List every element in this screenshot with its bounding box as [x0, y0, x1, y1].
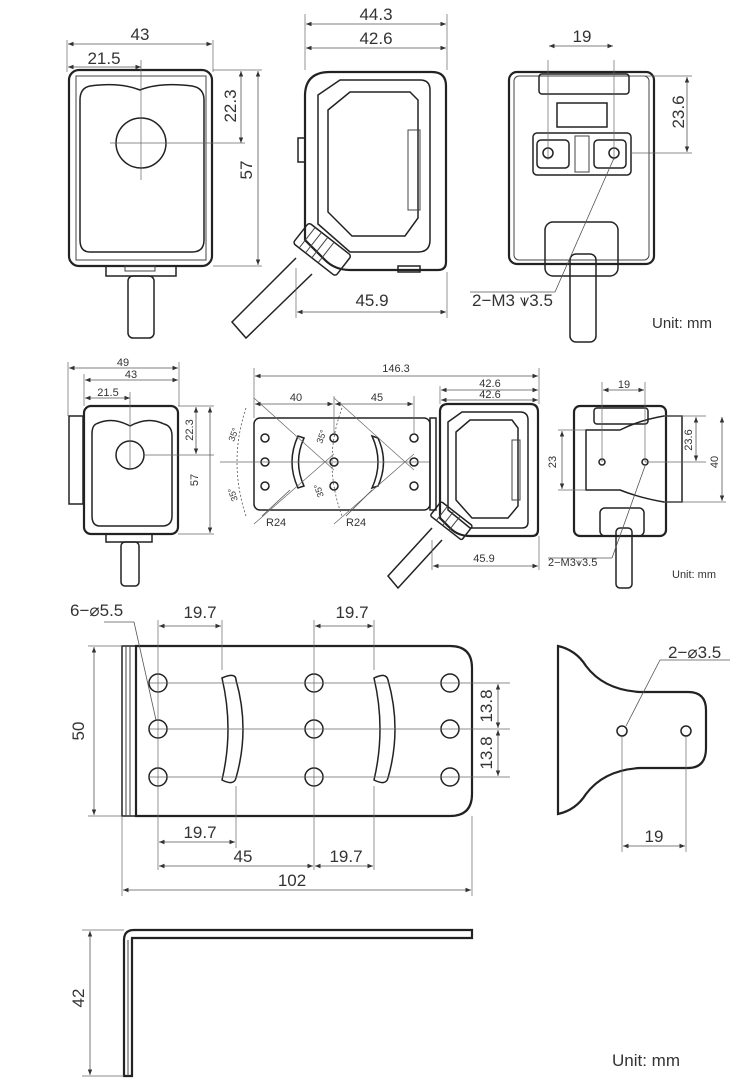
bracket-overall: 102: [278, 871, 306, 890]
v2-front-width: 43: [125, 369, 137, 381]
bracket-v-pitch-1: 13.8: [477, 689, 496, 722]
v2-asm-sensor-a: 42.6: [479, 378, 500, 390]
bracket-side-view: [556, 644, 730, 852]
bracket-pitch-top-1: 19.7: [183, 603, 216, 622]
view1-front-view: [66, 40, 262, 339]
bracket-side-pitch: 19: [645, 827, 664, 846]
v2-asm-seg2: 45: [371, 392, 383, 404]
bracket-holes: 6−⌀5.5: [70, 601, 123, 620]
view1-side-view: [230, 14, 448, 340]
v2-back-hole-pitch: 19: [618, 379, 630, 391]
v1-side-body: 42.6: [359, 29, 392, 48]
v2-asm-angle-br: 35°: [312, 482, 326, 499]
v2-unit: Unit: mm: [672, 569, 716, 581]
v2-front-lens-center: 22.3: [184, 419, 196, 440]
v1-side-overall: 44.3: [359, 5, 392, 24]
v1-back-hole-pitch: 19: [573, 27, 592, 46]
view2-assembly-view: [220, 368, 540, 590]
v2-back-right-h: 40: [709, 456, 721, 468]
v2-asm-sensor-b: 42.6: [479, 389, 500, 401]
bracket-flange-height: 42: [69, 989, 88, 1008]
bracket-pitch-top-2: 19.7: [335, 603, 368, 622]
v2-asm-angle-tr: 35°: [314, 428, 328, 445]
v2-asm-angle-bl: 35°: [226, 486, 240, 503]
v2-front-half-width: 21.5: [97, 387, 118, 399]
v1-front-lens-center: 22.3: [221, 89, 240, 122]
v2-asm-radius-2: R24: [346, 517, 366, 529]
view2-front-view: [67, 362, 214, 587]
bracket-bottom-mid: 45: [234, 847, 253, 866]
v2-back-left-h: 23: [547, 456, 559, 468]
bracket-height: 50: [69, 722, 88, 741]
v2-asm-seg1: 40: [290, 392, 302, 404]
v2-back-hole-height: 23.6: [683, 429, 695, 450]
bracket-side-holes: 2−⌀3.5: [668, 643, 721, 662]
v2-asm-angle-tl: 35°: [226, 426, 240, 443]
bracket-bottom-2: 19.7: [329, 847, 362, 866]
view2-back-view: [548, 382, 726, 589]
v1-front-width: 43: [131, 25, 150, 44]
v2-asm-overall: 146.3: [382, 363, 410, 375]
v2-asm-radius-1: R24: [266, 517, 286, 529]
v1-back-screw: 2−M3 ⩛3.5: [472, 291, 553, 310]
bracket-unit: Unit: mm: [612, 1051, 680, 1070]
v2-front-height: 57: [189, 474, 201, 486]
bracket-plan-view: [88, 620, 510, 896]
bracket-v-pitch-2: 13.8: [477, 736, 496, 769]
v1-front-height: 57: [237, 161, 256, 180]
v1-front-half-width: 21.5: [87, 49, 120, 68]
v1-side-cable-len: 45.9: [355, 291, 388, 310]
view1-back-view: [470, 43, 692, 343]
v1-back-hole-height: 23.6: [669, 95, 688, 128]
v1-unit: Unit: mm: [652, 315, 712, 332]
v2-back-screw: 2−M3⩛3.5: [548, 557, 597, 569]
bracket-bottom-1: 19.7: [183, 823, 216, 842]
bracket-elevation-view: [82, 928, 474, 1078]
v2-front-overall: 49: [117, 357, 129, 369]
v2-asm-cable-len: 45.9: [473, 553, 494, 565]
